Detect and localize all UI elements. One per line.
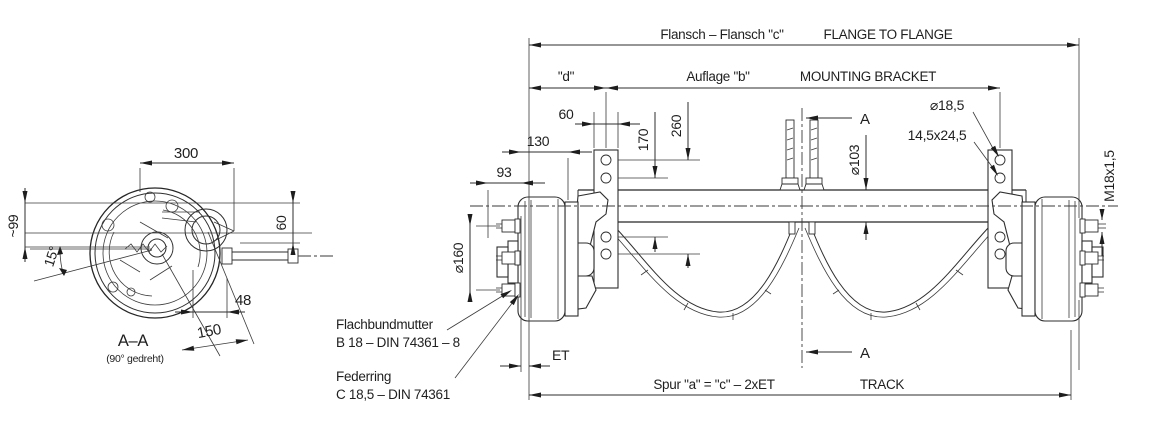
- dim-170: 170: [635, 112, 658, 252]
- note-flachbundmutter: Flachbundmutter B 18 – DIN 74361 – 8: [336, 290, 512, 350]
- dim-d-label: "d": [558, 69, 575, 84]
- dim-slot: 14,5x24,5: [908, 127, 998, 176]
- track-label-de: Spur "a" = "c" – 2xET: [653, 377, 774, 392]
- dim-60: 60: [559, 106, 640, 127]
- note2-line1: Federring: [336, 369, 391, 384]
- dim-18-5: ⌀18,5: [930, 97, 999, 157]
- dim-130-label: 130: [527, 133, 550, 149]
- note-federring: Federring C 18,5 – DIN 74361: [336, 294, 519, 402]
- dim-103: ⌀103: [846, 135, 869, 240]
- dim-160: ⌀160: [450, 214, 473, 302]
- dim-130: 130: [502, 133, 592, 155]
- section-title: A–A: [118, 332, 149, 350]
- dim-et-label: ET: [552, 347, 570, 363]
- note2-line2: C 18,5 – DIN 74361: [336, 387, 450, 402]
- section-line-a: A A: [801, 108, 870, 368]
- dim-d-and-auflage: "d" Auflage "b" MOUNTING BRACKET: [529, 69, 1000, 91]
- note1-line1: Flachbundmutter: [336, 317, 434, 332]
- dim-150: 150: [196, 321, 223, 342]
- section-a-bottom: A: [860, 345, 870, 362]
- brake-drum-right: [1021, 196, 1106, 322]
- brake-cables: [611, 221, 993, 320]
- dim-flange-to-flange: Flansch – Flansch "c" FLANGE TO FLANGE: [529, 27, 1079, 48]
- angle-15: 15°: [41, 244, 62, 268]
- note1-line2: B 18 – DIN 74361 – 8: [336, 335, 460, 350]
- dim-60-section: 60: [273, 215, 289, 230]
- section-view-a-a: 300 ~99 15° 60 48 150 A–A (90° gedreht): [5, 145, 334, 365]
- dim-slot-label: 14,5x24,5: [908, 127, 967, 143]
- track-label-en: TRACK: [860, 377, 905, 392]
- dim-et: ET: [500, 347, 570, 369]
- brake-drum-left: [496, 196, 579, 322]
- wheel-stud: [1079, 218, 1106, 298]
- dim-99: ~99: [5, 214, 21, 237]
- wheel-stud: [496, 218, 521, 298]
- flange-label-de: Flansch – Flansch "c": [660, 27, 784, 42]
- dim-93: 93: [470, 164, 545, 186]
- dim-track: Spur "a" = "c" – 2xET TRACK: [529, 377, 1071, 398]
- auflage-label-en: MOUNTING BRACKET: [800, 69, 936, 84]
- dim-170-label: 170: [635, 128, 651, 151]
- section-a-top: A: [860, 111, 870, 128]
- dim-48: 48: [235, 292, 251, 309]
- section-subtitle: (90° gedreht): [106, 353, 164, 365]
- dim-160-label: ⌀160: [450, 242, 466, 273]
- main-view-axle: A A Flansch – Flansch "c" FLANGE TO FLAN: [336, 27, 1118, 402]
- dim-260: 260: [668, 102, 691, 268]
- dim-300: 300: [174, 145, 198, 162]
- dim-thread-label: M18x1,5: [1101, 150, 1117, 202]
- dim-103-label: ⌀103: [846, 144, 862, 175]
- dim-18-5-label: ⌀18,5: [930, 97, 965, 113]
- auflage-label-de: Auflage "b": [686, 69, 750, 84]
- flange-label-en: FLANGE TO FLANGE: [824, 27, 953, 42]
- dim-60-label: 60: [559, 106, 574, 122]
- dim-260-label: 260: [668, 114, 684, 137]
- damper-studs: [779, 119, 825, 191]
- dim-thread: M18x1,5: [1099, 150, 1117, 256]
- dim-93-label: 93: [497, 164, 512, 180]
